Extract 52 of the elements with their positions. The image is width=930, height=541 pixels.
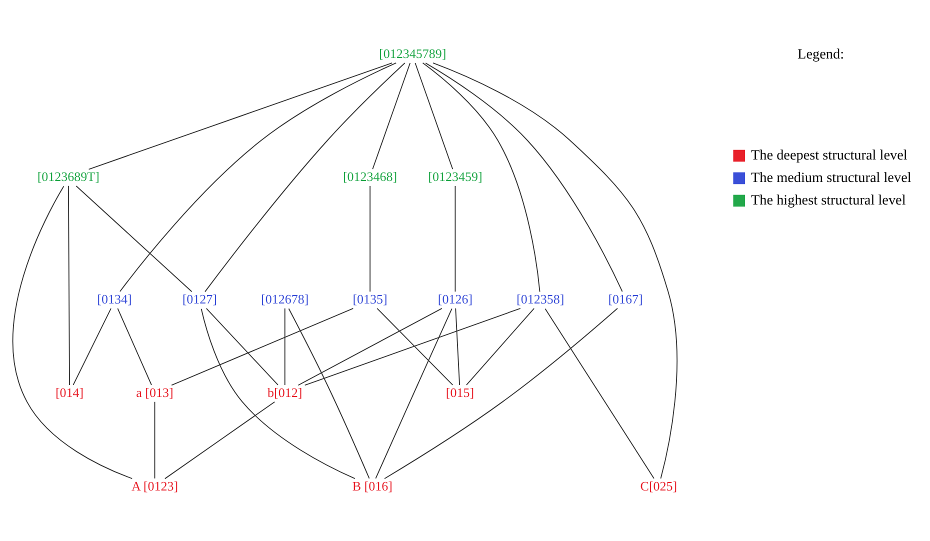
label: Legend: <box>798 46 844 62</box>
connector <box>200 308 356 480</box>
connector <box>204 62 406 292</box>
connector <box>88 62 393 170</box>
connector <box>432 62 678 480</box>
connector <box>120 62 397 292</box>
node-text: C[025] <box>640 478 678 494</box>
legend-label: The highest structural level <box>750 192 906 208</box>
connector <box>164 401 276 480</box>
connector <box>466 308 535 386</box>
connector <box>384 308 618 480</box>
connector <box>414 62 454 170</box>
node-text: [0123468] <box>342 168 398 184</box>
connector <box>425 62 623 292</box>
connector <box>72 308 112 386</box>
node-text: [0135] <box>352 291 388 306</box>
connector <box>304 308 521 386</box>
connector <box>544 308 654 479</box>
connector <box>372 62 411 170</box>
connector <box>68 185 70 386</box>
legend-label: The medium structural level <box>750 170 912 186</box>
node-text: [012678] <box>261 291 309 306</box>
connector <box>288 308 370 479</box>
node-text: A [0123] <box>131 478 178 494</box>
node-text: [012345789] <box>379 46 446 61</box>
legend-label: The deepest structural level <box>750 147 908 164</box>
node-text: [0123459] <box>428 168 482 184</box>
connector <box>455 308 460 386</box>
connector <box>171 308 354 386</box>
connector <box>154 401 156 479</box>
node-text: [0126] <box>438 291 473 306</box>
node-text: [0127] <box>182 291 218 306</box>
connector <box>284 308 286 386</box>
node-text: [015] <box>446 384 474 400</box>
node-text: [012358] <box>516 291 564 306</box>
connector <box>454 186 456 292</box>
node-text: b[012] <box>268 384 302 400</box>
connector <box>117 308 152 386</box>
connector <box>12 186 133 480</box>
node-text: [0134] <box>97 291 132 306</box>
connector <box>422 62 540 292</box>
node-text: [014] <box>55 384 84 400</box>
connector <box>370 186 371 292</box>
node-text: B [016] <box>352 478 392 494</box>
node-text: a [013] <box>136 384 174 400</box>
connector <box>76 186 192 292</box>
connector <box>206 308 278 386</box>
connector <box>298 308 442 386</box>
connector <box>375 308 452 479</box>
node-text: [0123689T] <box>37 168 100 184</box>
connector <box>376 308 454 386</box>
node-text: [0167] <box>608 291 643 306</box>
